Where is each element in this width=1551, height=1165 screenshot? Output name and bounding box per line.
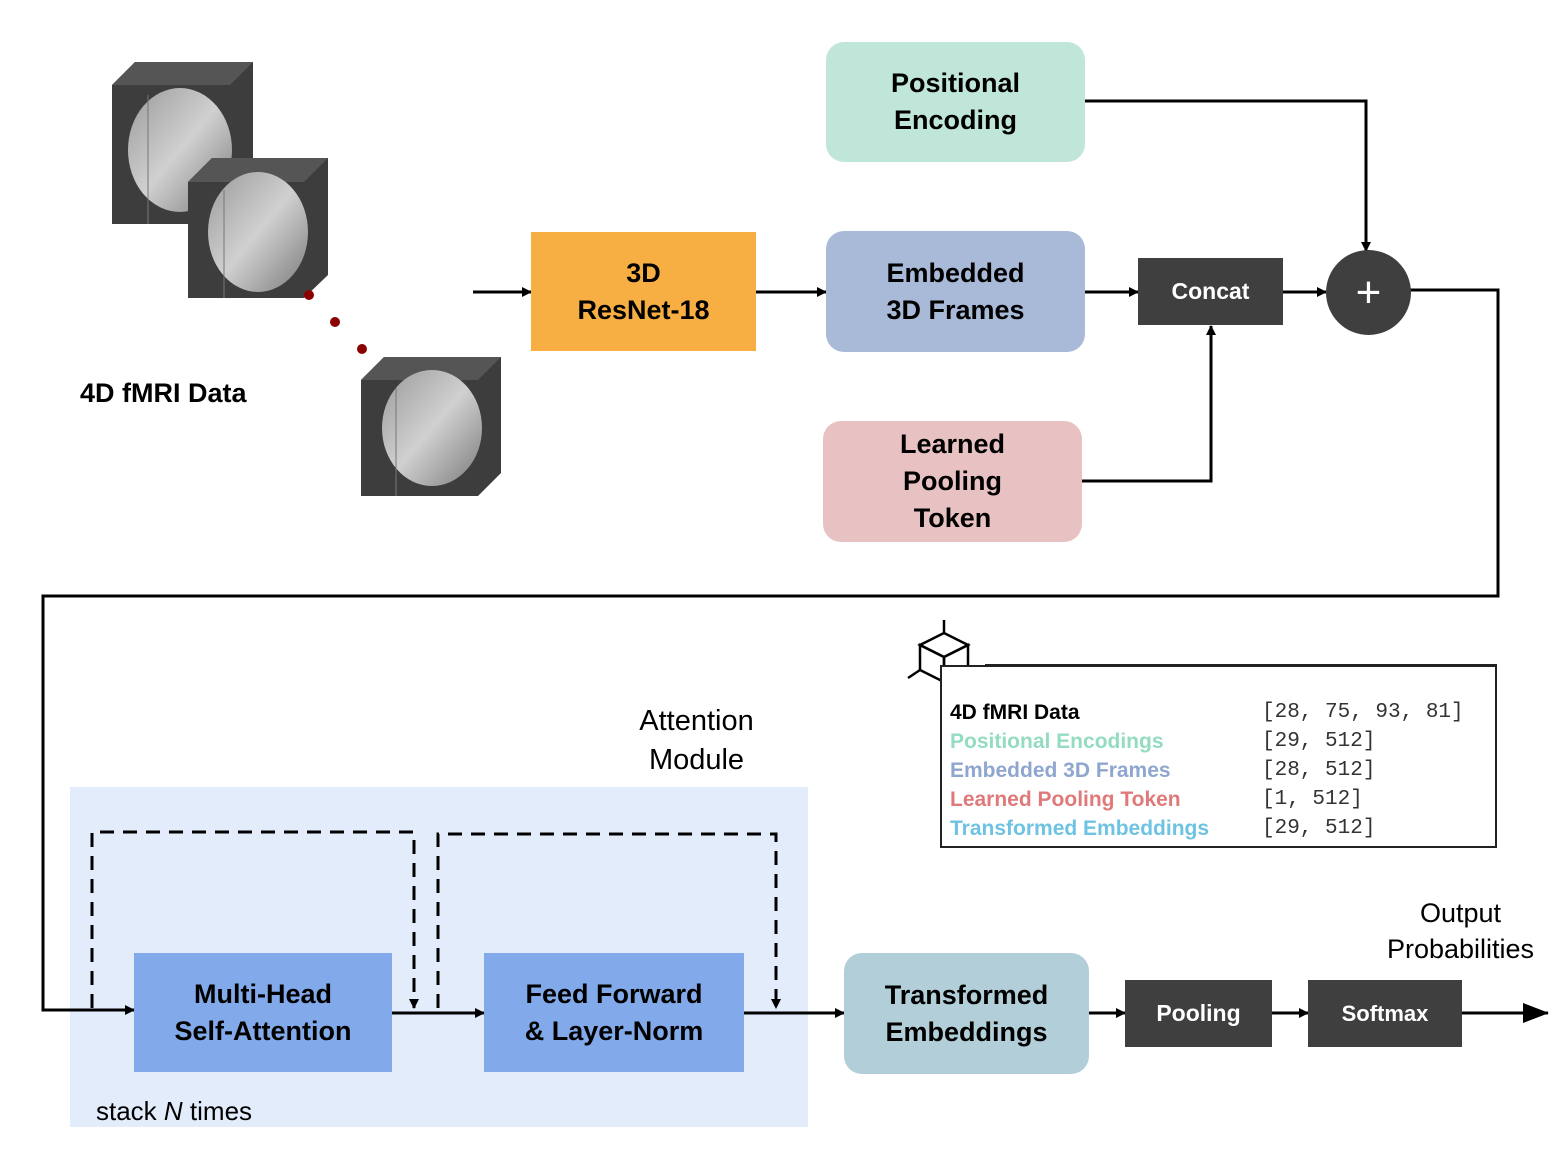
feed-forward-block: Feed Forward & Layer-Norm bbox=[484, 953, 744, 1072]
residual-connection-1 bbox=[90, 830, 419, 1009]
fmri-volume-2 bbox=[188, 158, 328, 298]
ff-line-1: Feed Forward bbox=[525, 978, 703, 1009]
ellipsis-dot bbox=[330, 317, 340, 327]
resnet-line-1: 3D bbox=[626, 257, 661, 288]
ellipsis-dot bbox=[357, 344, 367, 354]
legend-shape: [1, 512] bbox=[1262, 788, 1363, 811]
stack-n: N bbox=[163, 1096, 183, 1126]
mha-line-2: Self-Attention bbox=[174, 1015, 352, 1046]
softmax-label: Softmax bbox=[1341, 1001, 1429, 1026]
plus-icon: + bbox=[1355, 267, 1382, 317]
positional-line-2: Encoding bbox=[894, 105, 1017, 135]
multi-head-attention-block: Multi-Head Self-Attention bbox=[134, 953, 392, 1072]
add-operator: + bbox=[1326, 250, 1411, 335]
stack-prefix: stack bbox=[96, 1096, 164, 1126]
embedded-frames-block: Embedded 3D Frames bbox=[826, 231, 1085, 352]
input-label: 4D fMRI Data bbox=[80, 378, 247, 408]
resnet-block: 3D ResNet-18 bbox=[531, 232, 756, 351]
legend-shape: [28, 75, 93, 81] bbox=[1262, 701, 1464, 724]
transformed-line-2: Embeddings bbox=[885, 1016, 1048, 1047]
transformed-embeddings-block: Transformed Embeddings bbox=[844, 953, 1089, 1074]
stack-n-times-label: stack N times bbox=[96, 1096, 252, 1127]
residual-connection-2 bbox=[436, 832, 781, 1009]
dimension-legend: 4D fMRI Data [28, 75, 93, 81] Positional E… bbox=[940, 665, 1497, 848]
pooling-label: Pooling bbox=[1156, 1000, 1241, 1026]
legend-shape: [29, 512] bbox=[1262, 730, 1376, 753]
pooling-token-block: Learned Pooling Token bbox=[823, 421, 1082, 542]
softmax-block: Softmax bbox=[1308, 980, 1462, 1047]
arrow-token-to-concat bbox=[1082, 325, 1216, 483]
ff-line-2: & Layer-Norm bbox=[524, 1015, 704, 1046]
legend-name: 4D fMRI Data bbox=[950, 701, 1080, 724]
output-probabilities-label: Output Probabilities bbox=[1370, 895, 1551, 967]
legend-name: Positional Encodings bbox=[950, 730, 1164, 753]
fmri-volume-3 bbox=[361, 357, 501, 496]
attention-title-line-2: Module bbox=[648, 744, 745, 776]
legend-name: Learned Pooling Token bbox=[950, 788, 1181, 811]
ellipsis-dot bbox=[304, 290, 314, 300]
output-line-2: Probabilities bbox=[1386, 934, 1535, 964]
mha-line-1: Multi-Head bbox=[194, 978, 332, 1009]
concat-label: Concat bbox=[1171, 278, 1250, 304]
embedded-line-1: Embedded bbox=[886, 257, 1025, 288]
pooling-block: Pooling bbox=[1125, 980, 1272, 1047]
token-line-2: Pooling bbox=[903, 466, 1002, 496]
attention-module-title: Attention Module bbox=[604, 702, 789, 780]
positional-encoding-block: Positional Encoding bbox=[826, 42, 1085, 162]
token-line-1: Learned bbox=[899, 429, 1006, 459]
positional-line-1: Positional bbox=[890, 68, 1020, 98]
output-line-1: Output bbox=[1419, 898, 1502, 928]
attention-title-line-1: Attention bbox=[639, 705, 754, 737]
token-line-3: Token bbox=[913, 503, 992, 533]
legend-shape: [28, 512] bbox=[1262, 759, 1376, 782]
legend-name: Transformed Embeddings bbox=[950, 817, 1210, 840]
transformed-line-1: Transformed bbox=[884, 979, 1049, 1010]
resnet-line-2: ResNet-18 bbox=[577, 294, 710, 325]
legend-name: Embedded 3D Frames bbox=[950, 759, 1171, 782]
concat-block: Concat bbox=[1138, 258, 1283, 325]
embedded-line-2: 3D Frames bbox=[886, 294, 1025, 325]
legend-shape: [29, 512] bbox=[1262, 817, 1376, 840]
stack-suffix: times bbox=[182, 1096, 253, 1126]
arrow-positional-to-plus bbox=[1085, 99, 1371, 252]
arrow-plus-to-attention bbox=[41, 288, 1500, 1015]
